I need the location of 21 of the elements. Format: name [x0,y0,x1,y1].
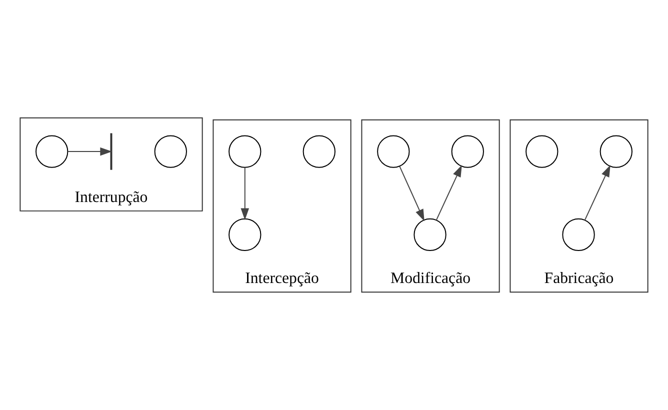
node-circle [377,135,410,168]
node-circle [414,218,446,252]
arrow [399,166,424,222]
node-bar [110,133,112,170]
cluster: Interrupção [20,117,203,212]
arrow [584,164,610,221]
arrow [68,147,112,156]
cluster: Intercepção [212,119,352,293]
arrow [240,166,250,220]
node-circle [526,135,558,168]
cluster: Modificação [361,119,500,293]
node-circle [36,135,68,168]
node-circle [562,218,595,252]
node-circle [451,135,484,168]
node-circle [154,135,187,168]
cluster: Fabricação [510,119,648,293]
node-circle [228,218,262,252]
node-circle [228,135,262,168]
node-circle [600,135,632,168]
node-circle [302,135,336,168]
arrow [436,164,462,221]
